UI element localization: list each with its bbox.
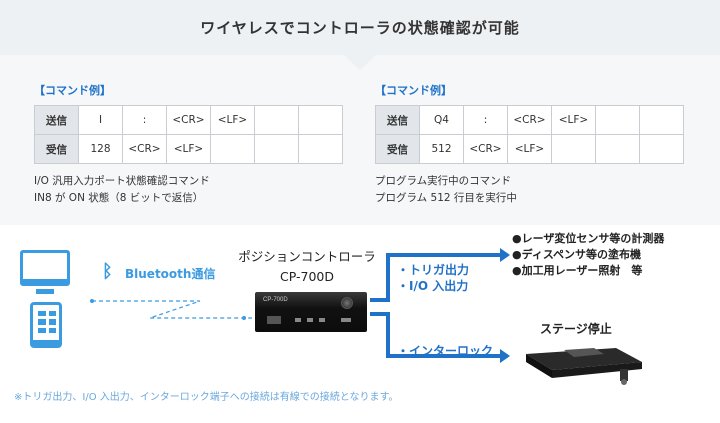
command-example-right: 【コマンド例】 送信 Q4 : <CR> <LF> 受信 512 <CR> <L… bbox=[375, 82, 684, 207]
io-text: ・I/O 入出力 bbox=[397, 279, 469, 293]
controller-port bbox=[267, 316, 281, 324]
table-cell: <CR> bbox=[166, 105, 211, 135]
list-item: ●ディスペンサ等の塗布機 bbox=[512, 248, 642, 261]
command-notes: I/O 汎用入力ポート状態確認コマンド IN8 が ON 状態（8 ビットで返信… bbox=[34, 173, 343, 207]
table-cell: <CR> bbox=[122, 134, 167, 164]
command-notes: プログラム実行中のコマンド プログラム 512 行目を実行中 bbox=[375, 173, 684, 207]
trigger-io-label: ・トリガ出力 ・I/O 入出力 bbox=[397, 262, 469, 294]
table-row: 送信 I : <CR> <LF> bbox=[34, 105, 343, 135]
trigger-output-text: ・トリガ出力 bbox=[397, 263, 470, 277]
bluetooth-icon: ᛒ bbox=[102, 261, 113, 282]
table-cell bbox=[210, 134, 255, 164]
device-name-line1: ポジションコントローラ bbox=[238, 249, 376, 264]
table-cell: 512 bbox=[419, 134, 464, 164]
interlock-label: ・インターロック bbox=[397, 344, 494, 358]
bluetooth-label: Bluetooth通信 bbox=[125, 267, 216, 281]
table-row: 受信 512 <CR> <LF> bbox=[375, 134, 684, 164]
row-label-send: 送信 bbox=[375, 105, 420, 135]
interlock-output-line bbox=[370, 312, 500, 358]
command-example-heading: 【コマンド例】 bbox=[375, 84, 452, 97]
stage-image bbox=[526, 348, 642, 385]
row-label-receive: 受信 bbox=[375, 134, 420, 164]
table-cell bbox=[298, 134, 343, 164]
command-table: 送信 I : <CR> <LF> 受信 128 <CR> <LF> bbox=[34, 105, 343, 164]
table-cell: : bbox=[463, 105, 508, 135]
controller-knob bbox=[341, 297, 353, 309]
header-notch bbox=[344, 55, 376, 70]
table-cell bbox=[639, 134, 684, 164]
table-cell: <LF> bbox=[507, 134, 552, 164]
controller-button bbox=[307, 318, 313, 322]
command-table: 送信 Q4 : <CR> <LF> 受信 512 <CR> <LF> bbox=[375, 105, 684, 164]
table-row: 受信 128 <CR> <LF> bbox=[34, 134, 343, 164]
stage-stop-label: ステージ停止 bbox=[540, 322, 612, 336]
controller-button bbox=[341, 318, 351, 322]
table-cell: : bbox=[122, 105, 167, 135]
note-line: プログラム 512 行目を実行中 bbox=[375, 192, 517, 204]
bluetooth-link-line bbox=[92, 300, 252, 319]
device-name: ポジションコントローラ CP-700D bbox=[232, 247, 382, 287]
link-dot bbox=[242, 316, 246, 320]
table-cell bbox=[254, 134, 299, 164]
page-title: ワイヤレスでコントローラの状態確認が可能 bbox=[200, 19, 520, 37]
controller-logo: CP-700D bbox=[263, 297, 288, 303]
table-cell: I bbox=[78, 105, 123, 135]
list-item: ●レーザ変位センサ等の計測器 bbox=[512, 232, 665, 245]
command-example-heading: 【コマンド例】 bbox=[34, 84, 111, 97]
controller-button bbox=[295, 318, 301, 322]
table-cell: <CR> bbox=[507, 105, 552, 135]
arrow-head-icon bbox=[500, 248, 510, 262]
monitor-icon bbox=[20, 250, 70, 286]
monitor-stand bbox=[36, 289, 54, 294]
controller-button bbox=[319, 318, 325, 322]
table-cell: 128 bbox=[78, 134, 123, 164]
command-example-left: 【コマンド例】 送信 I : <CR> <LF> 受信 128 <CR> <LF… bbox=[34, 82, 343, 207]
note-line: プログラム実行中のコマンド bbox=[375, 175, 512, 187]
row-label-receive: 受信 bbox=[34, 134, 79, 164]
header-band: ワイヤレスでコントローラの状態確認が可能 bbox=[0, 0, 720, 55]
note-line: IN8 が ON 状態（8 ビットで返信） bbox=[34, 192, 204, 204]
list-item: ●加工用レーザー照射 等 bbox=[512, 264, 643, 277]
footnote: ※トリガ出力、I/O 入出力、インターロック端子への接続は有線での接続となります… bbox=[14, 392, 399, 403]
controller-image: CP-700D bbox=[255, 292, 367, 332]
table-cell bbox=[595, 105, 640, 135]
tablet-icon bbox=[30, 302, 62, 348]
note-line: I/O 汎用入力ポート状態確認コマンド bbox=[34, 175, 210, 187]
trigger-output-line bbox=[370, 253, 500, 302]
device-name-line2: CP-700D bbox=[280, 269, 334, 284]
destination-list: ●レーザ変位センサ等の計測器 ●ディスペンサ等の塗布機 ●加工用レーザー照射 等 bbox=[512, 231, 664, 279]
table-cell: <CR> bbox=[463, 134, 508, 164]
table-cell: <LF> bbox=[551, 105, 596, 135]
link-dot bbox=[90, 299, 94, 303]
arrow-head-icon bbox=[500, 349, 510, 363]
